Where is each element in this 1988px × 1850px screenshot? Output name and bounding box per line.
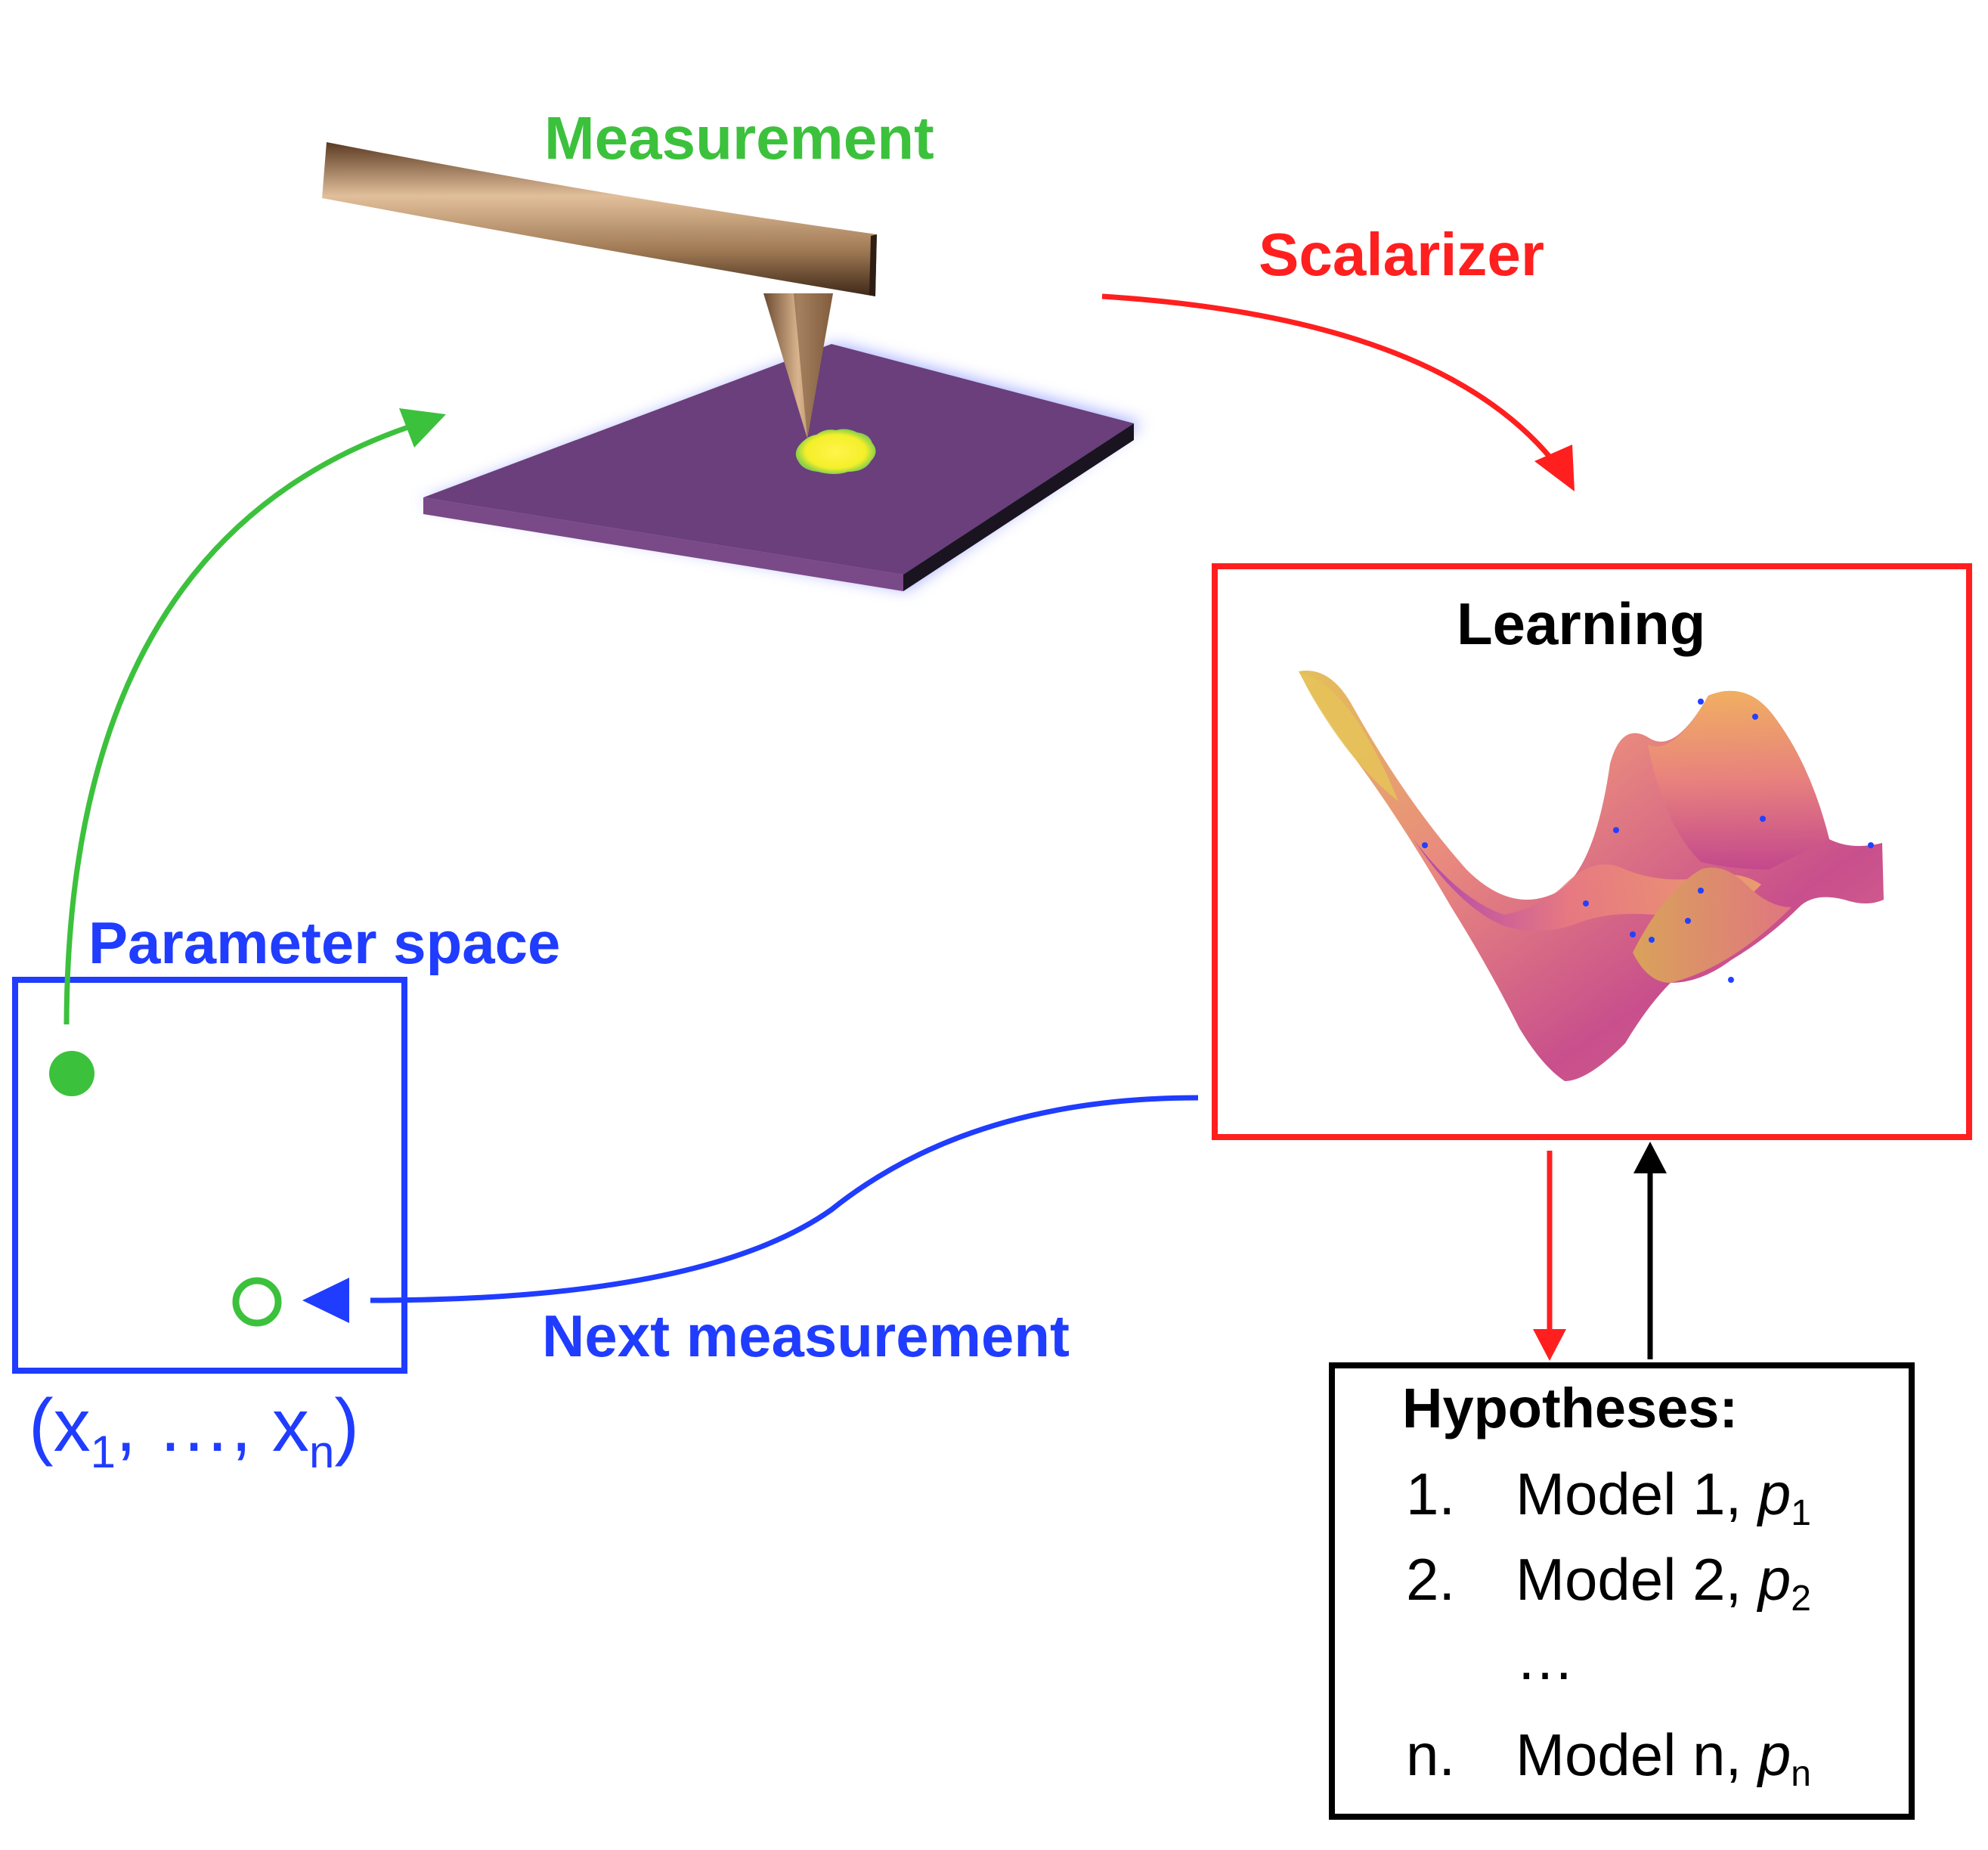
hypothesis-item-1: 1. Model 1, p1 xyxy=(1406,1464,1890,1532)
hypotheses-title: Hypotheses: xyxy=(1402,1377,1739,1439)
sample-front xyxy=(423,497,903,591)
afm-illustration xyxy=(322,142,1143,591)
current-point xyxy=(49,1051,94,1096)
scalarizer-label: Scalarizer xyxy=(1259,221,1545,288)
hypothesis-number: n. xyxy=(1406,1721,1456,1788)
sample-points xyxy=(1422,699,1874,983)
hypothesis-item-2: 2. Model 2, p2 xyxy=(1406,1550,1890,1618)
hypothesis-model: Model n, xyxy=(1516,1721,1758,1788)
hypothesis-probability: p xyxy=(1757,1546,1791,1613)
measurement-label: Measurement xyxy=(544,104,934,172)
scalarizer-arrow xyxy=(1101,293,1556,463)
sample-side xyxy=(903,423,1134,591)
hypothesis-subscript: n xyxy=(1791,1754,1811,1794)
coordinates-label: (x1, …, xn) xyxy=(29,1388,359,1475)
learning-label: Learning xyxy=(1457,590,1706,657)
next-measurement-arrow xyxy=(370,1095,1199,1303)
hypothesis-probability: p xyxy=(1757,1461,1791,1527)
hypothesis-subscript: 1 xyxy=(1791,1493,1811,1533)
sample-top xyxy=(423,344,1134,575)
hypothesis-probability: p xyxy=(1757,1721,1791,1788)
hypothesis-ellipsis: … xyxy=(1406,1629,1890,1697)
hypothesis-model: … xyxy=(1516,1625,1575,1692)
hypothesis-number: 2. xyxy=(1406,1546,1456,1613)
parameter-space-label: Parameter space xyxy=(88,910,561,976)
next-point xyxy=(232,1277,282,1327)
hypotheses-box xyxy=(1329,1362,1915,1820)
parameter-space-box xyxy=(12,977,407,1374)
learning-box xyxy=(1212,563,1972,1140)
coord-open: (x xyxy=(29,1384,91,1467)
measurement-arrow xyxy=(63,424,410,1025)
afm-cantilever xyxy=(322,142,877,296)
hypothesis-item-n: n. Model n, pn xyxy=(1406,1725,1890,1793)
coord-close: ) xyxy=(334,1384,359,1467)
hypothesis-model: Model 2, xyxy=(1516,1546,1758,1613)
coord-sub-n: n xyxy=(308,1427,335,1477)
surface-plot xyxy=(1299,670,1884,1081)
hypothesis-subscript: 2 xyxy=(1791,1579,1811,1619)
coord-sub-1: 1 xyxy=(90,1427,116,1477)
next-measurement-label: Next measurement xyxy=(542,1303,1070,1369)
measurement-spot xyxy=(795,429,876,474)
coord-middle: , …, x xyxy=(116,1384,309,1467)
hypothesis-number: 1. xyxy=(1406,1461,1456,1527)
hypothesis-model: Model 1, xyxy=(1516,1461,1758,1527)
